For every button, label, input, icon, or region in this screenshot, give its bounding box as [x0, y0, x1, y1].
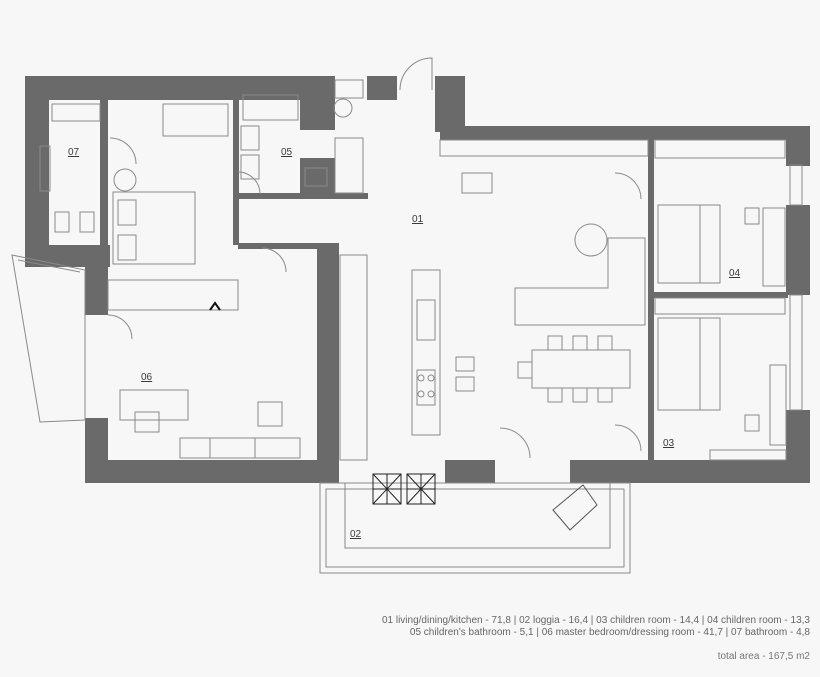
plan-lines	[11, 57, 803, 574]
plant-icon	[372, 473, 436, 505]
room-label-06: 06	[141, 372, 153, 383]
room-label-05: 05	[281, 147, 293, 158]
room-label-02: 02	[350, 529, 362, 540]
area-legend-line-1: 01 living/dining/kitchen - 71,8 | 02 log…	[381, 615, 810, 626]
room-label-04: 04	[729, 268, 741, 279]
room-label-01: 01	[412, 214, 424, 225]
total-area-label: total area - 167,5 m2	[717, 651, 810, 662]
area-legend-line-2: 05 children's bathroom - 5,1 | 06 master…	[409, 627, 810, 638]
lounge-chair-icon	[552, 484, 598, 531]
stair-marker-icon	[209, 301, 221, 311]
room-label-07: 07	[68, 147, 80, 158]
walls	[25, 76, 810, 483]
room-label-03: 03	[663, 438, 675, 449]
room-labels: 01 02 03 04 05 06 07	[68, 147, 741, 540]
